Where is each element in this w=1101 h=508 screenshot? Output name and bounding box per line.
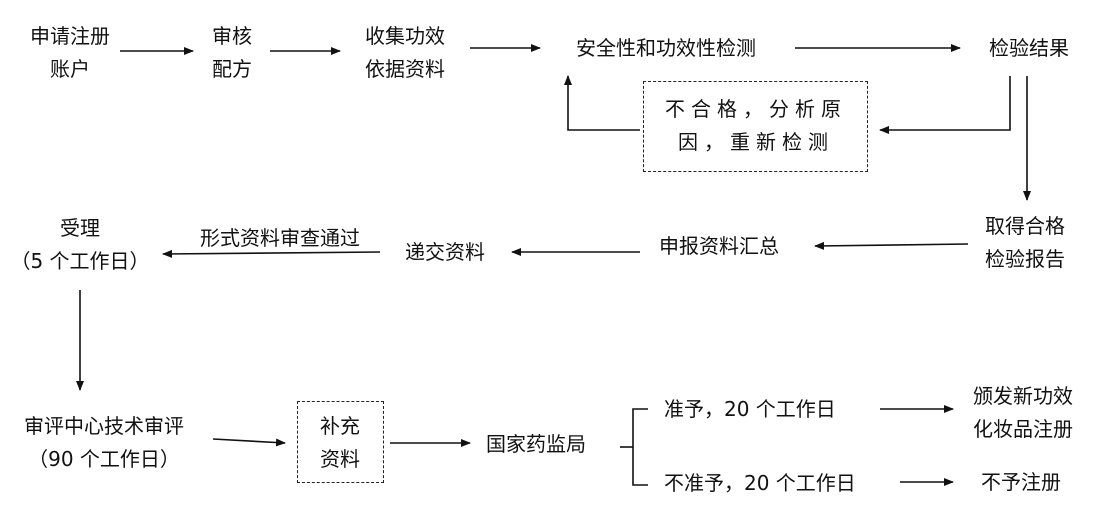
node-tech-review-line1: 审评中心技术审评: [24, 414, 184, 438]
node-reject-line1: 不准予，20 个工作日: [664, 471, 856, 495]
arrow-fail-to-test: [564, 75, 640, 131]
node-summarize-materials: 申报资料汇总: [645, 230, 793, 263]
node-supplement: 补充 资料: [300, 410, 380, 476]
node-review-formula-line2: 配方: [212, 57, 252, 81]
node-submit-materials-line1: 递交资料: [405, 240, 485, 264]
arrow-submit-to-accept: [162, 249, 381, 258]
edge-label-formal-review-pass-text: 形式资料审查通过: [200, 226, 360, 250]
node-supplement-line1: 补充: [320, 414, 360, 438]
arrow-result-to-fail: [879, 76, 1011, 134]
node-register-account: 申请注册 账户: [18, 20, 122, 86]
node-review-formula-line1: 审核: [212, 24, 252, 48]
node-review-formula: 审核 配方: [200, 20, 264, 86]
node-submit-materials: 递交资料: [393, 236, 497, 269]
node-supplement-box: [297, 401, 384, 483]
node-summarize-materials-line1: 申报资料汇总: [659, 234, 779, 258]
node-collect-efficacy: 收集功效 依据资料: [352, 20, 458, 86]
node-nmpa: 国家药监局: [472, 428, 600, 461]
node-obtain-report-line1: 取得合格: [985, 214, 1065, 238]
node-no-registration-line1: 不予注册: [981, 470, 1061, 494]
node-safety-test-line1: 安全性和功效性检测: [576, 36, 756, 60]
node-approve: 准予，20 个工作日: [664, 393, 874, 426]
node-register-account-line1: 申请注册: [30, 24, 110, 48]
node-nmpa-line1: 国家药监局: [486, 432, 586, 456]
decision-bracket-branches: [632, 408, 648, 486]
node-fail-reanalyze: 不合格，分析原 因，重新检测: [648, 93, 864, 159]
node-reject: 不准予，20 个工作日: [664, 467, 894, 500]
node-fail-reanalyze-box: [643, 81, 868, 172]
node-no-registration: 不予注册: [962, 466, 1080, 499]
node-accept: 受理 （5 个工作日）: [0, 212, 160, 278]
node-tech-review: 审评中心技术审评 （90 个工作日）: [0, 410, 208, 476]
node-obtain-report: 取得合格 检验报告: [970, 210, 1080, 276]
node-register-account-line2: 账户: [50, 57, 90, 81]
node-obtain-report-line2: 检验报告: [985, 247, 1065, 271]
node-collect-efficacy-line2: 依据资料: [365, 57, 445, 81]
node-accept-line2: （5 个工作日）: [10, 249, 150, 273]
node-accept-line1: 受理: [60, 216, 100, 240]
node-approve-line1: 准予，20 个工作日: [664, 397, 836, 421]
node-test-result-line1: 检验结果: [989, 36, 1069, 60]
node-fail-reanalyze-line1: 不合格，分析原: [665, 97, 847, 121]
node-issue-cert-line1: 颁发新功效: [973, 384, 1073, 408]
edge-label-formal-review-pass: 形式资料审查通过: [180, 222, 380, 255]
node-tech-review-line2: （90 个工作日）: [28, 447, 180, 471]
node-safety-test: 安全性和功效性检测: [546, 32, 786, 65]
node-test-result: 检验结果: [976, 32, 1082, 65]
arrow-review-to-supplement: [212, 438, 286, 447]
node-issue-cert-line2: 化妆品注册: [973, 417, 1073, 441]
node-fail-reanalyze-line2: 因，重新检测: [678, 130, 834, 154]
node-issue-cert: 颁发新功效 化妆品注册: [958, 380, 1088, 446]
node-collect-efficacy-line1: 收集功效: [365, 24, 445, 48]
arrow-report-to-summary: [814, 241, 969, 250]
node-supplement-line2: 资料: [320, 447, 360, 471]
